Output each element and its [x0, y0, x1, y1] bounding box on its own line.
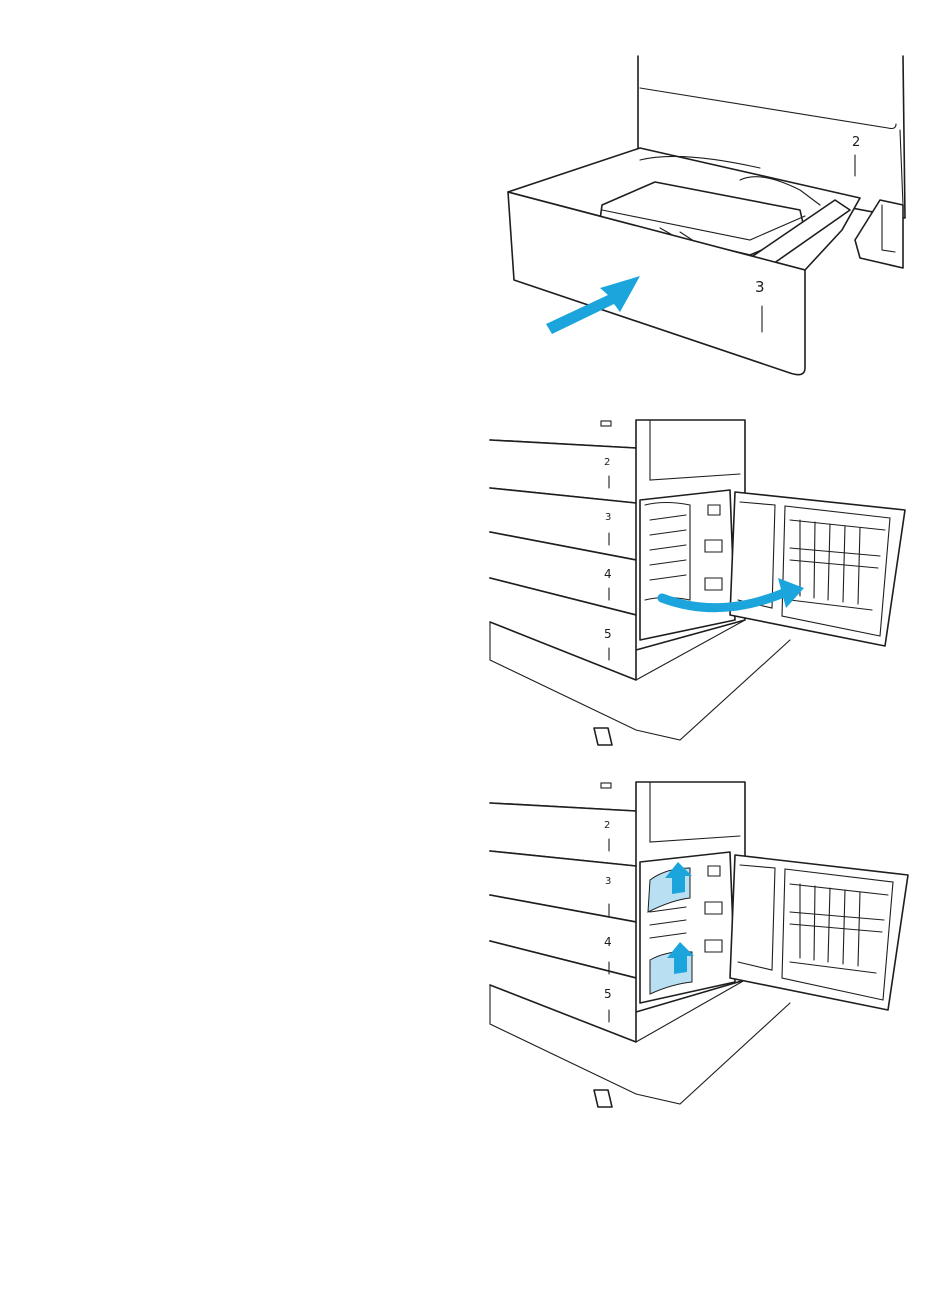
tray-3-label: 3 [605, 512, 611, 523]
tray-3-label: 3 [755, 278, 765, 296]
tray-5-label: 5 [604, 627, 612, 641]
tray-5-label: 5 [604, 987, 612, 1001]
tray-insert-drawing: 2 3 [500, 50, 920, 390]
step-1-illustration: 2 3 [500, 50, 920, 390]
tray-3-label: 3 [605, 876, 611, 887]
tray-4-label: 4 [604, 567, 612, 581]
tray-2-label: 2 [604, 457, 610, 468]
step-3-illustration: 2 3 4 5 [488, 778, 913, 1113]
step-2-illustration: 2 3 4 5 [488, 415, 913, 750]
remove-paper-drawing: 2 3 4 5 [488, 778, 913, 1113]
tray-2-label: 2 [604, 820, 610, 831]
tray-4-label: 4 [604, 935, 612, 949]
open-door-drawing: 2 3 4 5 [488, 415, 913, 750]
tray-2-label: 2 [852, 135, 860, 150]
